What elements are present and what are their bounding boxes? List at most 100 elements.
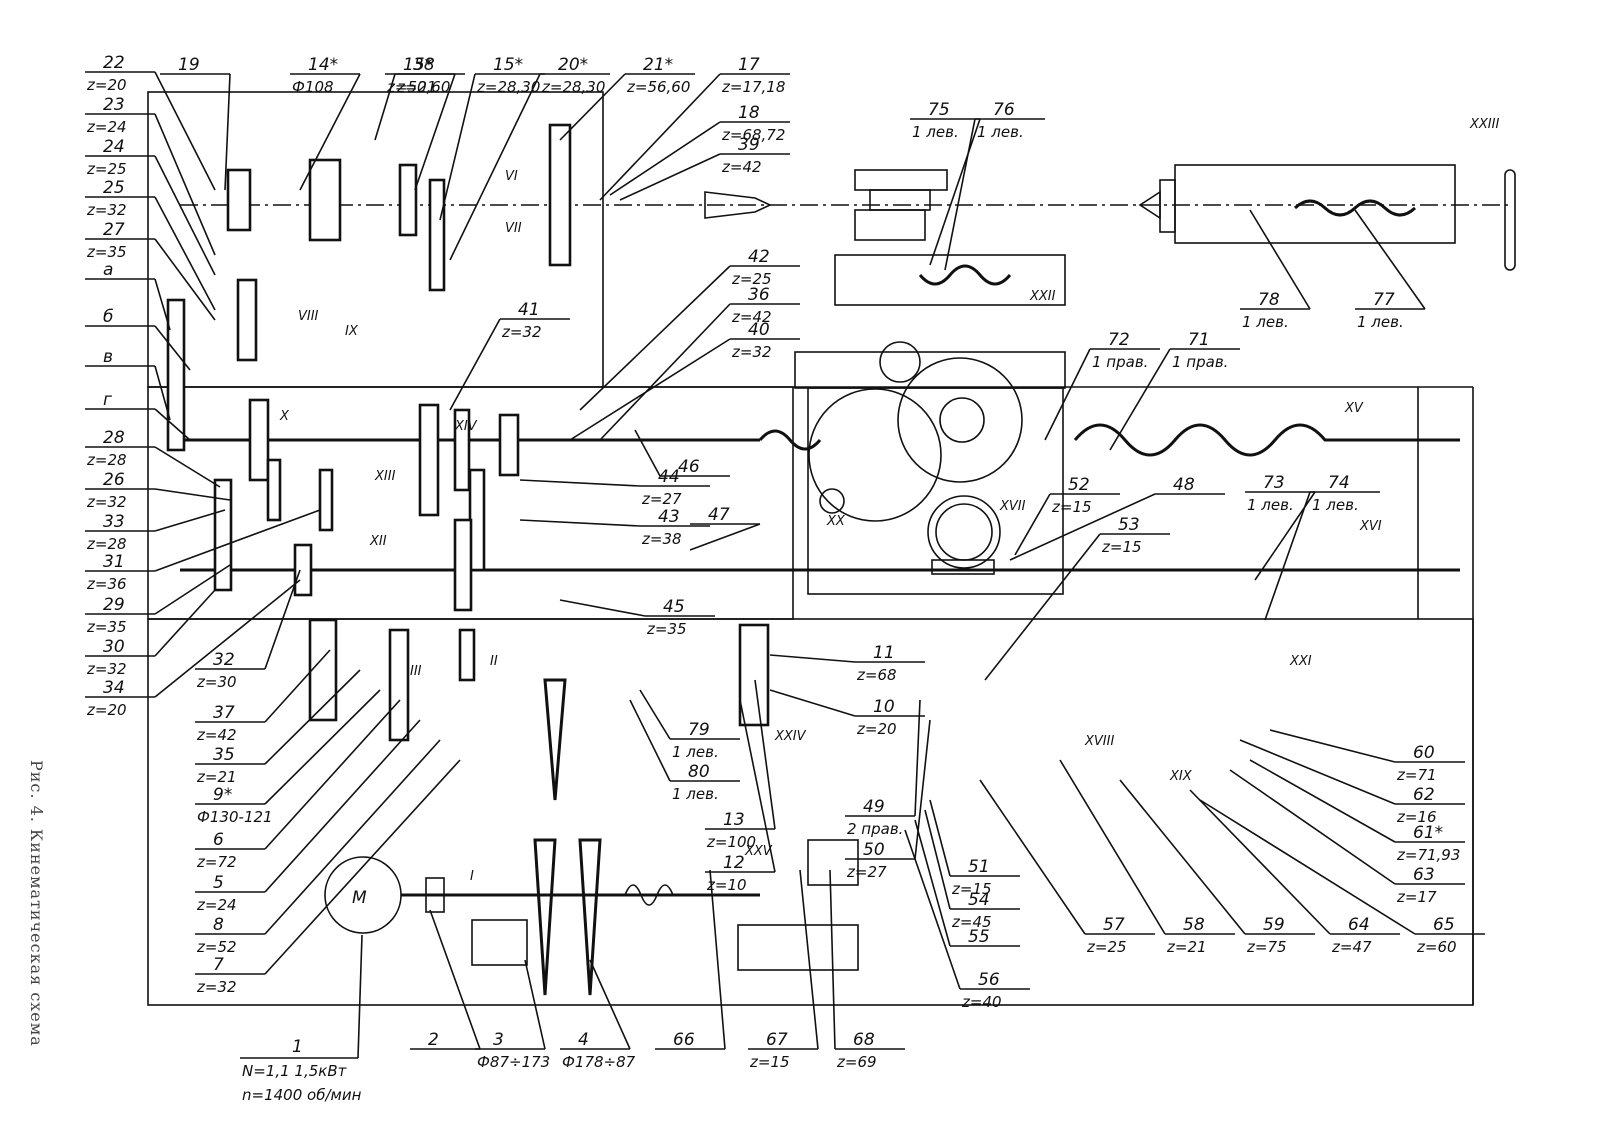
callout-spec: z=36: [86, 575, 127, 593]
leader-line: [559, 73, 626, 141]
callout: 15*z=28,30: [439, 55, 545, 221]
callout: 36z=42: [599, 285, 800, 441]
callout: 64z=47: [1189, 789, 1400, 956]
leader-line: [264, 669, 361, 765]
callout: 29z=35: [85, 564, 231, 636]
callout: 53z=15: [984, 515, 1170, 681]
callout: 22z=20: [85, 53, 216, 191]
callout-number: 73: [1263, 473, 1285, 493]
leader-line: [414, 73, 456, 191]
callout-spec: z=25: [86, 160, 127, 178]
callout: 59z=75: [1119, 779, 1315, 956]
leader-line: [154, 564, 231, 615]
callout: 43z=38: [519, 507, 710, 548]
callout-spec: z=20: [86, 76, 127, 94]
gear: [213, 478, 233, 592]
callout-number: 48: [1173, 475, 1195, 495]
leader-line: [299, 73, 361, 191]
motor-callout: 1 N=1,1 1,5кВт n=1400 об/мин: [240, 934, 363, 1104]
callout: 60z=71: [1269, 729, 1465, 784]
callout-number: 80: [688, 762, 710, 782]
callout-number: 38: [413, 55, 435, 75]
callout-number: 30: [103, 637, 125, 657]
shaft-label: XXIII: [1469, 117, 1499, 132]
callout-spec: z=40: [961, 993, 1002, 1011]
callout-spec: z=68,72: [721, 126, 785, 144]
callout-spec: 1 лев.: [1312, 496, 1359, 514]
main-drive: M: [324, 678, 859, 996]
shaft-labels: IIIIIIVIVIIVIIIIXXXIIXIIIXIVXVXVIXVIIXVI…: [279, 117, 1499, 884]
callout: 41z=32: [449, 300, 570, 411]
callout: 62z=16: [1239, 739, 1465, 826]
callout: 721 прав.: [1044, 330, 1160, 441]
callout-number: 62: [1413, 785, 1435, 805]
callout-number: 5: [213, 873, 224, 893]
leader-line: [599, 73, 721, 201]
tailstock-handwheel[interactable]: [1504, 169, 1516, 271]
leader-line: [1249, 759, 1396, 843]
callout-spec: z=24: [196, 896, 237, 914]
callout-number: 60: [1413, 743, 1435, 763]
callout: 731 лев.: [1245, 473, 1316, 581]
callout-spec: 1 прав.: [1172, 353, 1228, 371]
callout: 8z=52: [195, 739, 441, 956]
gear: [398, 163, 418, 237]
callout-spec: z=28,30: [476, 78, 540, 96]
gear: [738, 623, 770, 727]
shaft-label: IX: [345, 324, 359, 339]
callout-number: 3: [493, 1030, 504, 1050]
callout-number: 61*: [1413, 823, 1443, 843]
gear: [548, 123, 572, 267]
gear: [166, 298, 186, 452]
callout-number: 17: [738, 55, 760, 75]
callout-spec: z=100: [706, 833, 756, 851]
callout: 61*z=71,93: [1249, 759, 1465, 864]
callout-spec: z=72: [196, 853, 237, 871]
callout-spec: z=15: [1051, 498, 1092, 516]
callout: 47: [689, 505, 761, 551]
callout: 11z=68: [769, 643, 925, 684]
callout-number: 52: [1068, 475, 1090, 495]
shaft-label: VIII: [298, 309, 319, 324]
callout: 67z=15: [748, 869, 819, 1071]
callout-number: 79: [688, 720, 710, 740]
leader-line: [264, 739, 441, 935]
leader-line: [914, 699, 921, 817]
shaft-label: II: [490, 654, 498, 669]
callout: 45z=35: [559, 597, 715, 638]
callout: 50z=27: [845, 719, 931, 881]
leader-line: [154, 71, 216, 191]
callout-number: 2: [428, 1030, 439, 1050]
callout-number: 56: [978, 970, 1000, 990]
callout: 801 лев.: [629, 699, 740, 803]
callout: 31z=36: [85, 509, 321, 593]
callout: 19: [160, 55, 231, 191]
callout-number: а: [103, 260, 113, 280]
callout: 791 лев.: [639, 689, 740, 761]
callout: 48: [1009, 475, 1225, 561]
gearbox-gears: [166, 123, 770, 742]
gear: [248, 398, 270, 482]
leader-line: [609, 121, 721, 196]
callout-number: 71: [1188, 330, 1210, 350]
gear: [236, 278, 258, 362]
callout-spec: z=15: [749, 1053, 790, 1071]
callout-spec: z=25: [731, 270, 772, 288]
callout-number: 10: [873, 697, 895, 717]
callout-spec: Ф87÷173: [477, 1053, 550, 1071]
callout: 71 1 прав.: [1109, 330, 1240, 451]
callout-spec: z=35: [86, 243, 127, 261]
gear: [308, 158, 342, 242]
callout-spec: z=32: [86, 660, 127, 678]
callout: 7z=32: [195, 759, 461, 996]
callout: 68z=69: [829, 869, 905, 1071]
leader-line: [1189, 789, 1331, 935]
leader-line: [914, 819, 951, 947]
callout-number: б: [103, 307, 113, 327]
leader-line: [154, 325, 191, 371]
callout-number: 34: [103, 678, 125, 698]
leader-line: [689, 523, 761, 551]
